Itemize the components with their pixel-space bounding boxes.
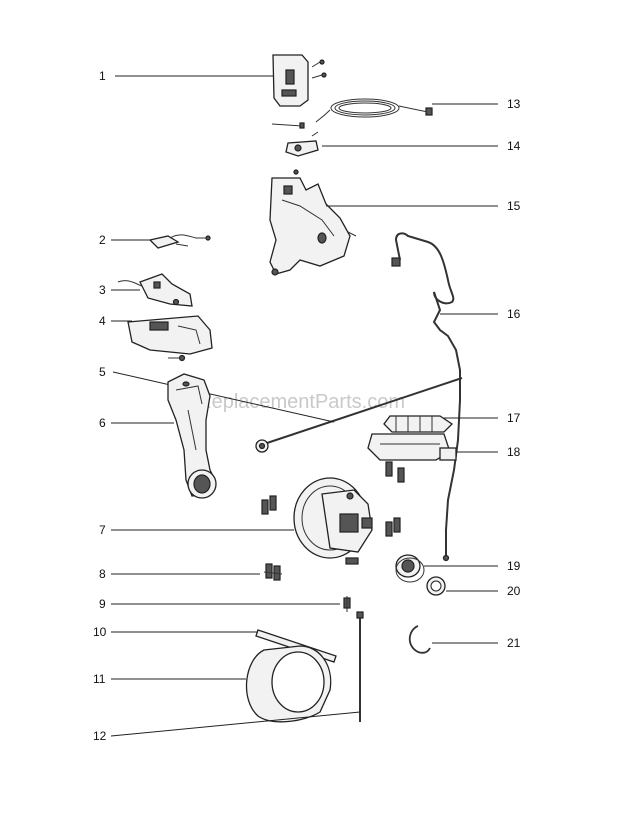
callout-7: 7 (99, 523, 106, 537)
part-11-sleeve (245, 645, 332, 723)
part-6-duct (167, 373, 217, 499)
part-2-harness (148, 234, 211, 249)
part-5-rod (255, 377, 463, 453)
callout-8: 8 (99, 567, 106, 581)
part-19-bearing (395, 554, 425, 583)
part-7-motor (261, 477, 401, 565)
callout-12: 12 (93, 729, 107, 743)
part-21-retaining-clip (408, 625, 431, 654)
part-13-power-cord (271, 98, 433, 129)
callout-13: 13 (507, 97, 521, 111)
part-15-motor-housing (269, 169, 357, 276)
part-8-brush (263, 563, 283, 581)
part-14-clip (285, 131, 319, 157)
callout-6: 6 (99, 416, 106, 430)
callout-18: 18 (507, 445, 521, 459)
part-9-screw (343, 596, 351, 612)
part-16-tube-assembly (391, 232, 461, 562)
callout-17: 17 (507, 411, 521, 425)
part-17-filter (383, 415, 454, 433)
callout-16: 16 (507, 307, 521, 321)
callout-3: 3 (99, 283, 106, 297)
part-20-gasket (426, 576, 446, 596)
part-1-switch-housing (272, 54, 327, 107)
callout-5: 5 (99, 365, 106, 379)
watermark-text: eReplacementParts.com (186, 391, 405, 413)
callout-9: 9 (99, 597, 106, 611)
callout-1: 1 (99, 69, 106, 83)
part-4-pcb-tray (127, 315, 213, 362)
callout-14: 14 (507, 139, 521, 153)
part-18-filter-frame (367, 433, 457, 483)
callout-15: 15 (507, 199, 521, 213)
callout-4: 4 (99, 314, 106, 328)
part-3-switch-bracket (117, 273, 193, 307)
callout-19: 19 (507, 559, 521, 573)
callout-20: 20 (507, 584, 521, 598)
callout-21: 21 (507, 636, 521, 650)
part-12-rod (356, 611, 364, 722)
callout-10: 10 (93, 625, 107, 639)
callout-2: 2 (99, 233, 106, 247)
callout-11: 11 (93, 672, 106, 686)
